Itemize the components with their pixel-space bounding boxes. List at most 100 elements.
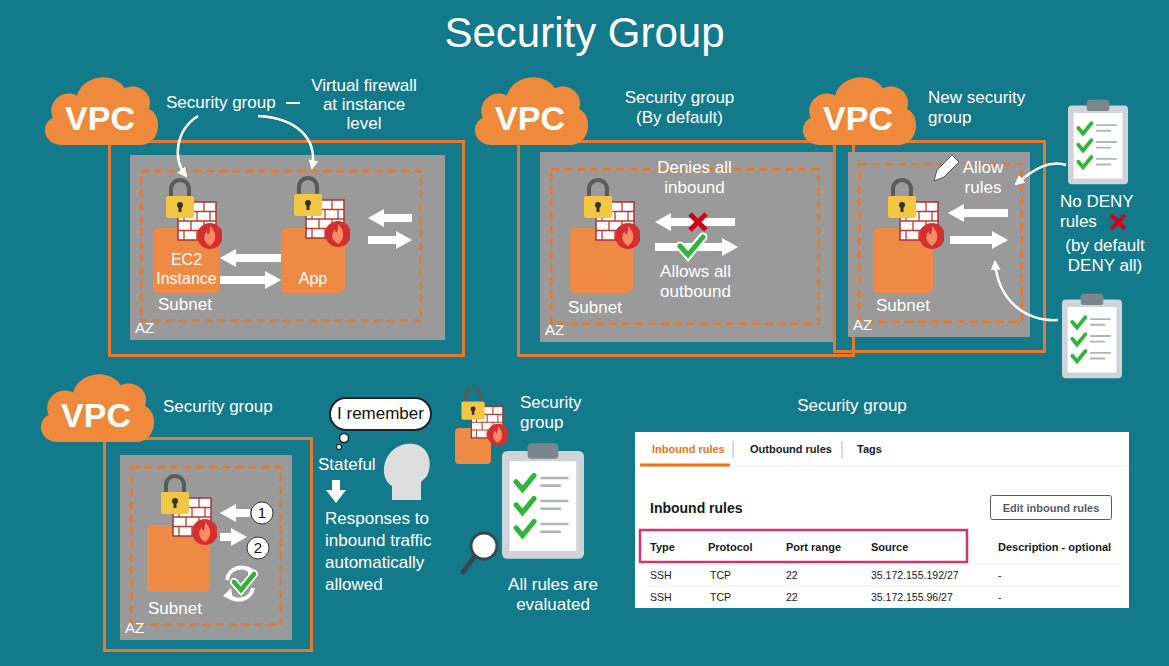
- instance-box: EC2 Instance: [153, 228, 220, 293]
- text-holder: 35.172.155.96/27: [871, 590, 953, 604]
- text-holder: Security group: [787, 396, 917, 416]
- text-holder: 22: [786, 568, 798, 582]
- traffic-arrow: [220, 528, 247, 546]
- flow-arrow: [220, 276, 265, 284]
- traffic-arrow: [948, 204, 1008, 222]
- callout-number: 2: [248, 538, 268, 558]
- vpc-region: SubnetAZVPC: [103, 437, 313, 652]
- magnifier-handle: [463, 556, 475, 572]
- subnet-label: Subnet: [568, 298, 658, 318]
- text-holder: (by default DENY all): [1055, 236, 1155, 276]
- flow-arrow: [236, 254, 281, 262]
- text-holder: Security group: [520, 393, 602, 433]
- availability-zone: EC2 Instance AppSubnetAZ: [130, 155, 445, 340]
- rule-note: (by default DENY all): [1055, 236, 1155, 276]
- text-holder: Protocol: [708, 540, 753, 554]
- callout-text: Security group: [166, 93, 291, 113]
- az-area: [848, 152, 1030, 337]
- text-holder: Subnet: [158, 295, 248, 315]
- callout-circle: [251, 502, 273, 524]
- node-shape: [635, 432, 1129, 608]
- leader-line: [286, 102, 300, 104]
- traffic-arrow: [655, 238, 738, 256]
- text-holder: Allows all outbound: [648, 262, 743, 302]
- text-holder: VPC: [463, 98, 598, 138]
- table-cell: SSH: [650, 590, 672, 604]
- text-holder: AZ: [853, 316, 893, 334]
- table-header: Description - optional: [998, 540, 1111, 554]
- panel-caption: Security group: [163, 397, 288, 417]
- text-holder: Security group: [163, 397, 288, 417]
- table-header: Type: [650, 540, 675, 554]
- firewall-icon: [462, 388, 509, 445]
- text-holder: Denies all inbound: [652, 158, 737, 198]
- node-shape: [141, 171, 421, 321]
- pointer-arrow: [258, 116, 313, 168]
- rule-note: Allows all outbound: [648, 262, 743, 302]
- subnet-label: Subnet: [158, 295, 248, 315]
- checklist-icon: [1068, 100, 1128, 184]
- down-arrow: [326, 480, 346, 503]
- az-label: AZ: [545, 321, 585, 339]
- node-shape: [330, 398, 431, 430]
- text-holder: Type: [650, 540, 675, 554]
- panel-caption: Security group: [787, 396, 917, 416]
- az-area: [130, 155, 445, 340]
- highlight-frame: [640, 530, 967, 562]
- text-holder: Stateful: [318, 455, 393, 475]
- table-cell: -: [998, 568, 1002, 582]
- text-holder: Subnet: [148, 599, 238, 619]
- deny-cross: [1111, 215, 1125, 229]
- vpc-label: VPC: [791, 98, 926, 138]
- table-cell: 22: [786, 568, 798, 582]
- az-label: AZ: [853, 316, 893, 334]
- text-holder: 2: [248, 538, 268, 558]
- app-box: App: [281, 228, 345, 293]
- table-header: Protocol: [708, 540, 753, 554]
- firewall-icon: [161, 476, 218, 545]
- vpc-outline: [835, 142, 1045, 352]
- rule-note: Allow rules: [956, 158, 1010, 198]
- node-shape: [848, 152, 1030, 337]
- text-holder: New security group: [928, 88, 1043, 128]
- node-shape: [540, 152, 835, 342]
- magnifier-glass: [471, 533, 497, 559]
- text-holder: No DENY rules: [1060, 192, 1150, 232]
- az-area: [120, 455, 292, 640]
- tab-baseline: [635, 466, 1129, 467]
- thought-bubble: [330, 398, 431, 430]
- availability-zone: SubnetAZ: [120, 455, 292, 640]
- text-holder: Virtual firewall at instance level: [304, 76, 424, 133]
- text-holder: Tags: [857, 442, 882, 456]
- button-label: Edit inbound rules: [990, 501, 1112, 515]
- text-holder: AZ: [125, 619, 165, 637]
- concept-label: Stateful: [318, 455, 393, 475]
- traffic-arrow: [368, 231, 412, 249]
- subnet-area: EC2 Instance AppSubnet: [140, 170, 422, 322]
- subnet-label: Subnet: [148, 599, 238, 619]
- node-shape: [131, 467, 281, 625]
- tab-label: Inbound rules: [652, 442, 725, 456]
- rule-note: No DENY rules: [1060, 192, 1150, 232]
- vpc-outline: [110, 142, 464, 356]
- table-header: Port range: [786, 540, 841, 554]
- concept-note: Responses to inbound traffic automatical…: [325, 508, 447, 596]
- node-shape: [991, 496, 1112, 520]
- text-holder: Inbound rules: [652, 442, 725, 456]
- callout-number: 1: [252, 503, 272, 523]
- tab-label: Outbound rules: [750, 442, 832, 456]
- panel-caption: Security group (By default): [612, 88, 747, 128]
- text-holder: -: [998, 590, 1002, 604]
- button-outline: [991, 496, 1112, 520]
- firewall-icon: [166, 180, 223, 249]
- text-holder: Allow rules: [956, 158, 1010, 198]
- vpc-label: VPC: [463, 98, 598, 138]
- table-cell: 35.172.155.192/27: [871, 568, 959, 582]
- text-holder: 1: [252, 503, 272, 523]
- thought-dot: [340, 434, 349, 443]
- text-holder: AZ: [135, 319, 175, 337]
- firewall-icon: [294, 178, 351, 247]
- table-cell: 35.172.155.96/27: [871, 590, 953, 604]
- checklist-icon: [502, 443, 584, 558]
- pointer-arrow: [995, 262, 1058, 320]
